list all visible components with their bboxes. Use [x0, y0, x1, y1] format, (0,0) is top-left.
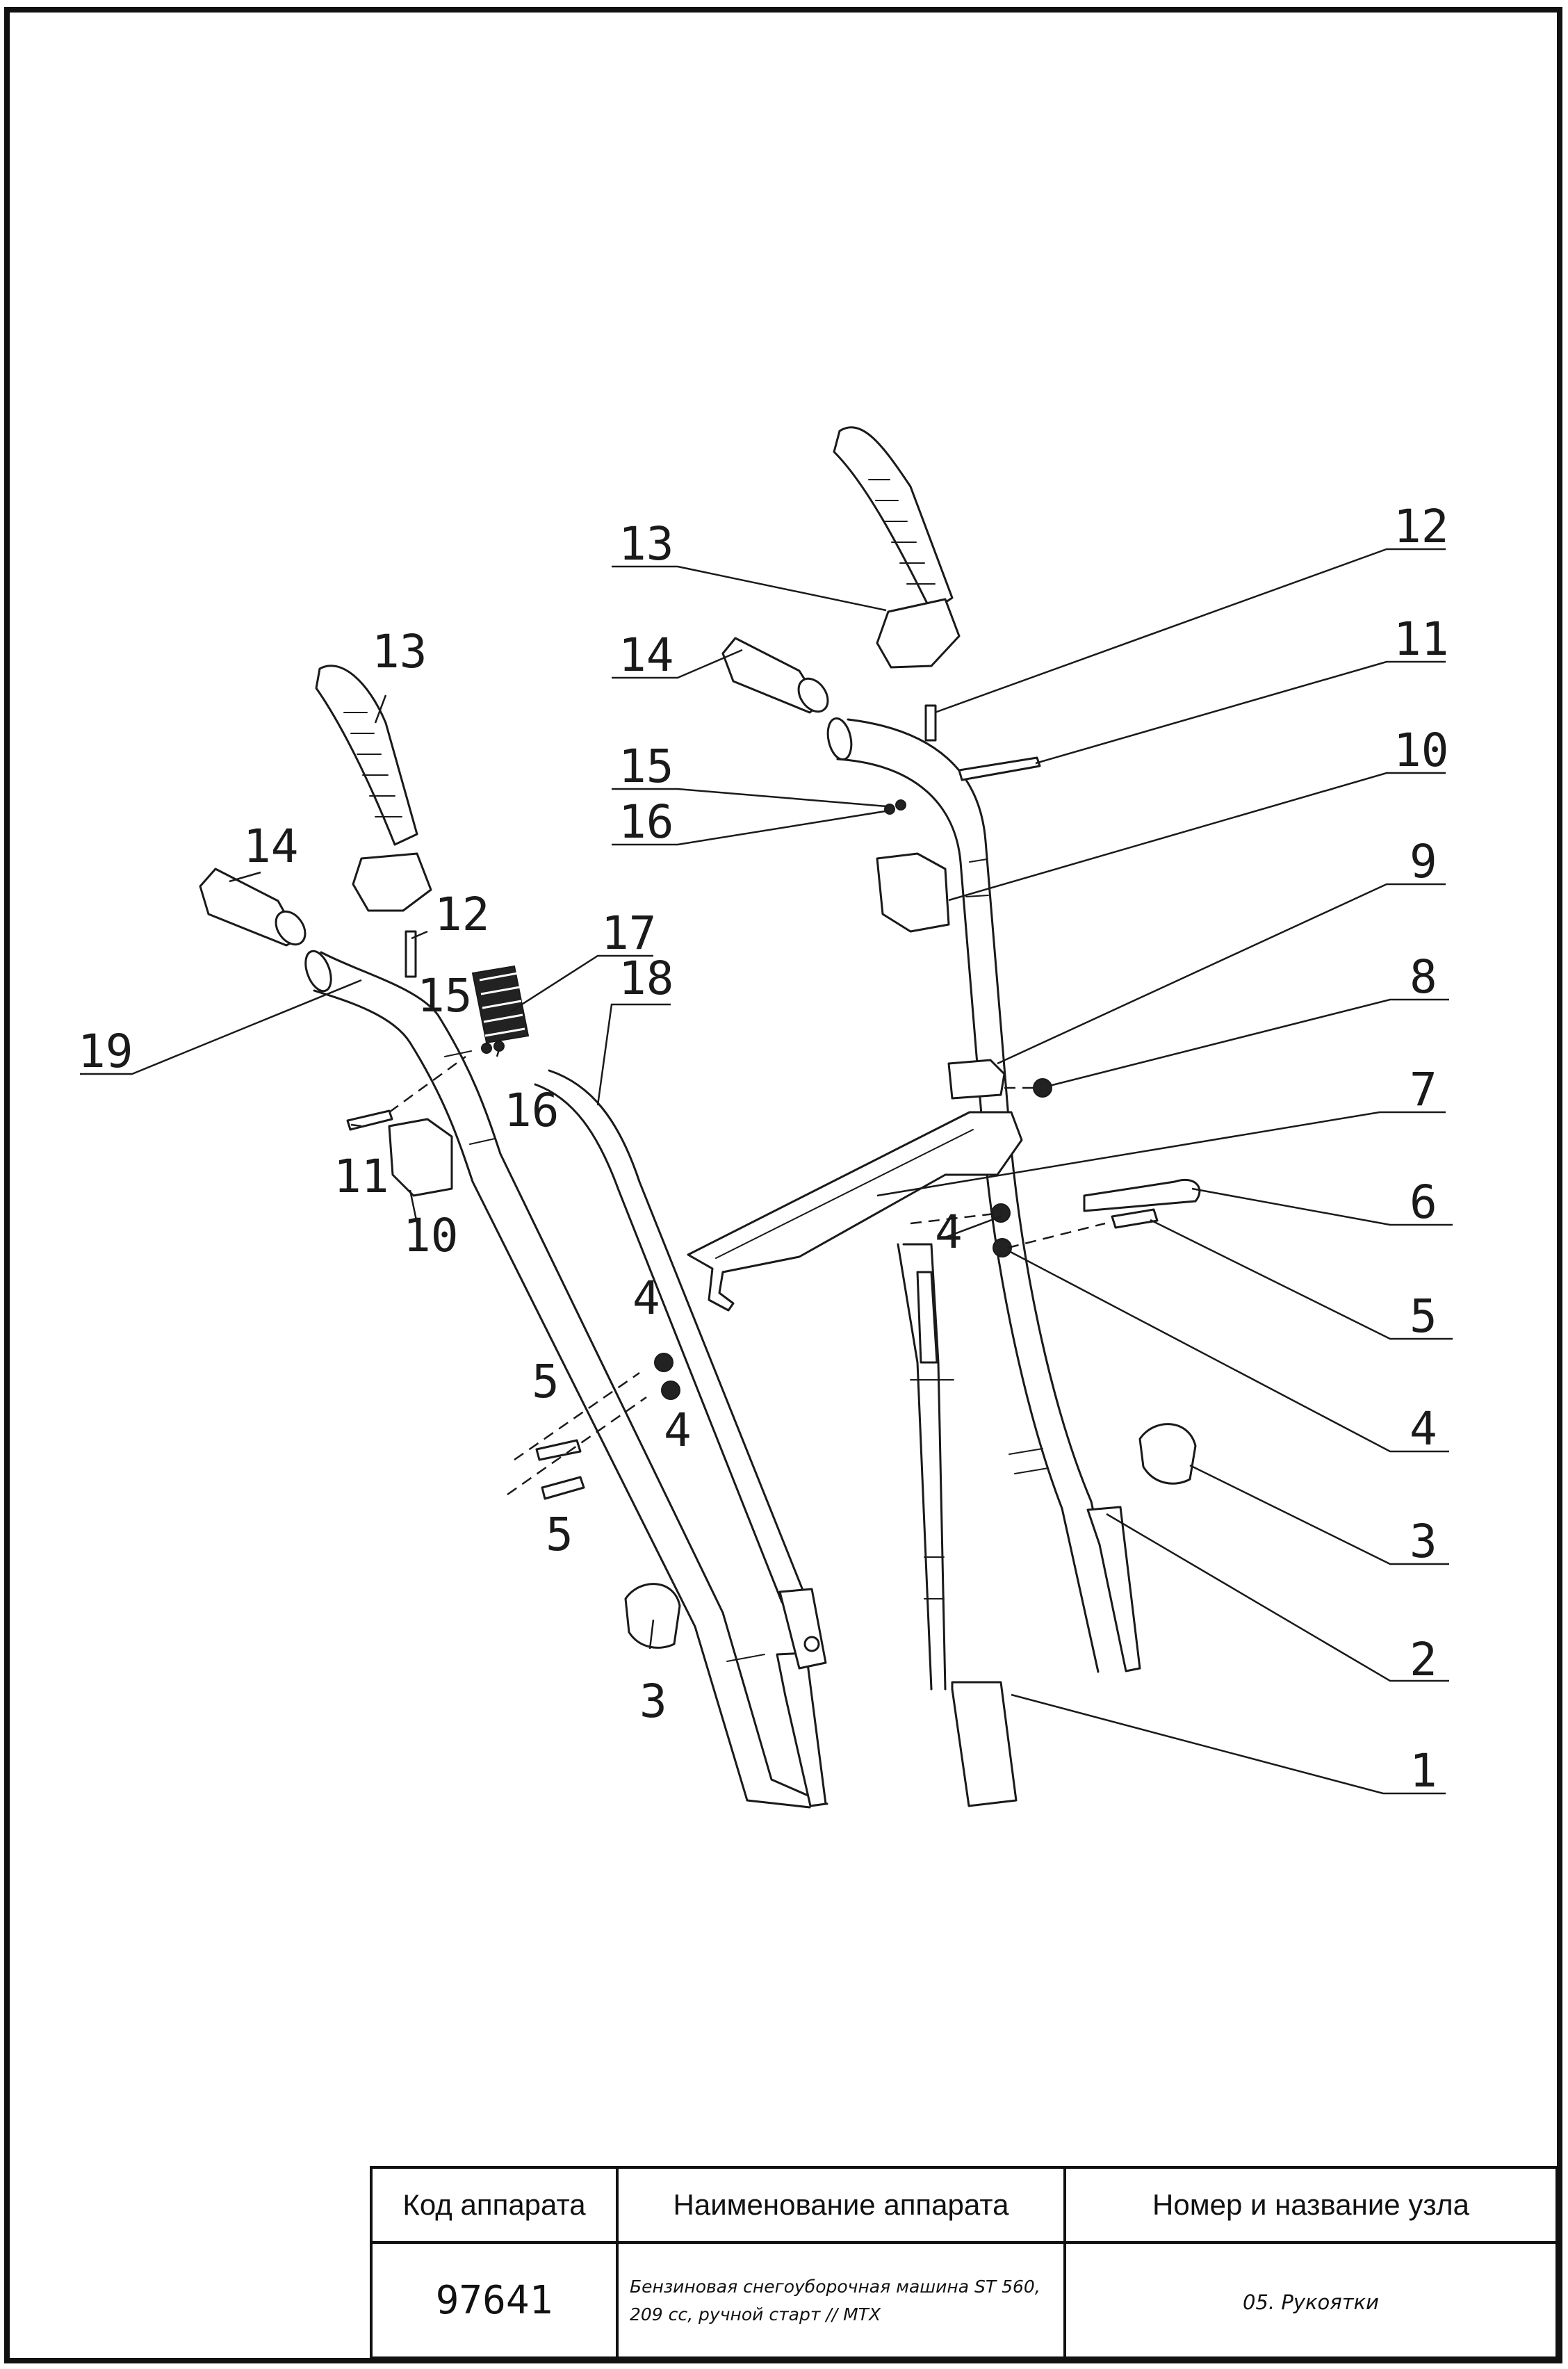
- callout-5-left-a: 5: [532, 1355, 560, 1408]
- bracket-10-left: [388, 1118, 453, 1197]
- callout-4-left-a: 4: [632, 1271, 660, 1325]
- callout-13-left: 13: [372, 625, 427, 678]
- callout-16-left: 16: [504, 1084, 559, 1137]
- callout-3-right: 3: [1410, 1515, 1437, 1568]
- callout-13-right: 13: [619, 517, 673, 571]
- callout-11-right: 11: [1394, 612, 1448, 666]
- callout-3-left: 3: [639, 1675, 667, 1728]
- unit-name: 05. Рукоятки: [1243, 2290, 1379, 2314]
- screw-12-left: [405, 930, 417, 978]
- callout-1: 1: [1410, 1744, 1437, 1798]
- callout-5-right: 5: [1410, 1289, 1437, 1343]
- callout-15-left: 15: [417, 969, 472, 1023]
- header-code: Код аппарата: [402, 2188, 586, 2221]
- callout-4-right: 4: [1410, 1402, 1437, 1456]
- machine-name-line1: Бензиновая снегоуборочная машина ST 560,: [630, 2277, 1040, 2297]
- callout-numbers: 1 2 3 4 5 6 7 8 9 10 11 12 13 14 15 16 1…: [78, 500, 1448, 1798]
- grip-14-right: [721, 637, 829, 714]
- pin-11-left: [346, 1109, 393, 1131]
- callout-18: 18: [619, 952, 673, 1005]
- clamp-3-right: [1138, 1423, 1197, 1485]
- handle-assembly-diagram: 1 2 3 4 5 6 7 8 9 10 11 12 13 14 15 16 1…: [78, 426, 1453, 1809]
- switch-9: [947, 1059, 1006, 1100]
- callout-12-right: 12: [1394, 500, 1448, 553]
- callout-16-right: 16: [619, 795, 673, 849]
- callout-8: 8: [1410, 950, 1437, 1004]
- knob-8: [1033, 1078, 1052, 1098]
- clamp-3-left: [624, 1583, 681, 1649]
- sheet-frame: [4, 7, 1562, 2363]
- callout-14-right: 14: [619, 628, 673, 682]
- callout-10-right: 10: [1394, 724, 1448, 777]
- bracket-7: [687, 1111, 1023, 1312]
- grip-14-left: [199, 868, 307, 947]
- callout-6: 6: [1410, 1175, 1437, 1229]
- machine-name-line2: 209 cc, ручной старт // MTX: [630, 2304, 881, 2325]
- clip-6: [1083, 1178, 1201, 1212]
- callout-4-mid: 4: [935, 1205, 963, 1259]
- callout-9: 9: [1410, 835, 1437, 888]
- washers-15-16: [481, 799, 906, 1054]
- bracket-10-right: [876, 852, 950, 933]
- callout-14-left: 14: [243, 820, 298, 873]
- leader-lines: [80, 548, 1453, 1795]
- assembly-axes: [389, 1055, 1106, 1496]
- callout-4-left-b: 4: [664, 1403, 692, 1457]
- callout-15-right: 15: [619, 740, 673, 793]
- lever-13-left: [315, 665, 432, 912]
- nuts-4: [654, 1203, 1012, 1400]
- title-block: Код аппарата Наименование аппарата Номер…: [370, 2166, 1558, 2359]
- callout-5-left-b: 5: [546, 1508, 573, 1561]
- pin-11-right: [958, 756, 1041, 781]
- callout-7: 7: [1410, 1063, 1437, 1116]
- bolts-5: [535, 1208, 1159, 1500]
- spring-17: [471, 965, 530, 1044]
- screw-12-right: [924, 704, 937, 742]
- callout-11-left: 11: [334, 1150, 389, 1203]
- header-unit: Номер и название узла: [1152, 2188, 1470, 2221]
- callout-17: 17: [601, 906, 656, 960]
- callout-19: 19: [78, 1025, 133, 1078]
- callout-12-left: 12: [434, 888, 489, 941]
- shovel-1: [897, 1243, 1018, 1807]
- callout-2: 2: [1410, 1633, 1437, 1686]
- right-handle-tube: [826, 717, 1141, 1673]
- callout-10-left: 10: [403, 1209, 458, 1262]
- machine-code: 97641: [436, 2278, 553, 2323]
- rod-18: [534, 1069, 827, 1670]
- header-name: Наименование аппарата: [673, 2188, 1010, 2221]
- lever-13-right: [833, 426, 961, 669]
